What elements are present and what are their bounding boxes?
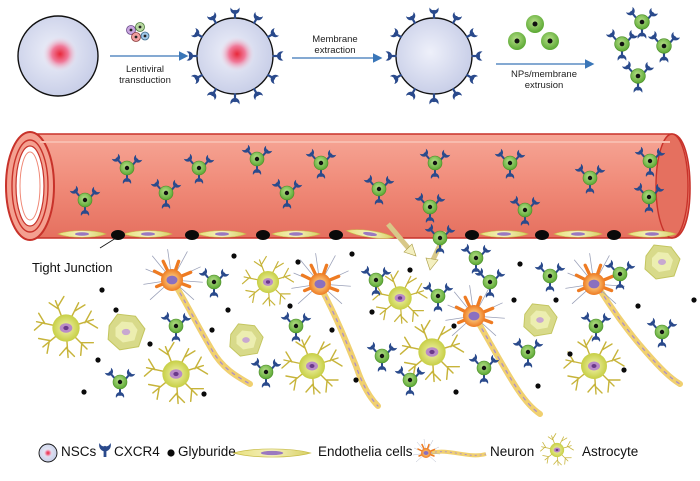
step-label-lentiviral: Lentiviral transduction — [119, 64, 171, 86]
bare-nanoparticles — [508, 15, 559, 50]
step-label-membrane-extraction: Membrane extraction — [312, 34, 358, 56]
cxcr4-receptor — [230, 7, 240, 19]
cxcr4-receptor — [471, 51, 483, 61]
legend-label-astrocyte: Astrocyte — [582, 444, 639, 459]
cxcr4-receptor — [385, 51, 397, 61]
endothelial-cell-icon — [232, 448, 312, 458]
lentivirus-icon — [126, 22, 150, 42]
legend-icons — [38, 433, 574, 466]
legend-label-endothelia: Endothelia cells — [318, 444, 413, 459]
legend-label-glyburide: Glyburide — [178, 444, 236, 459]
cxcr4-receptor — [429, 7, 439, 19]
brain-tissue — [33, 223, 697, 417]
blood-vessel — [5, 131, 691, 241]
legend-label-nscs: NSCs — [61, 444, 97, 459]
cxcr4-receptor — [429, 93, 439, 105]
cxcr4-nsc-cell — [186, 7, 284, 105]
tight-junction-label: Tight Junction — [32, 260, 113, 275]
glyburide-dot-icon — [167, 449, 175, 457]
workflow-row — [17, 7, 680, 105]
cxcr4-receptor — [230, 93, 240, 105]
coated-nanoparticles — [606, 7, 680, 93]
legend-label-cxcr4: CXCR4 — [114, 444, 160, 459]
neuron-icon — [412, 438, 487, 463]
legend-label-neuron: Neuron — [490, 444, 535, 459]
step-label-extrusion: NPs/membrane extrusion — [511, 69, 577, 91]
cxcr4-receptor — [186, 51, 198, 61]
endothelial-lining — [57, 222, 677, 271]
cxcr4-receptor-icon — [99, 443, 111, 457]
astrocyte-icon — [540, 433, 574, 466]
nsc-cell — [17, 15, 99, 97]
tight-junction-pointer — [99, 237, 117, 249]
nsc-cell-icon — [38, 443, 58, 463]
membrane-vesicle — [385, 7, 483, 105]
cxcr4-receptor — [272, 51, 284, 61]
